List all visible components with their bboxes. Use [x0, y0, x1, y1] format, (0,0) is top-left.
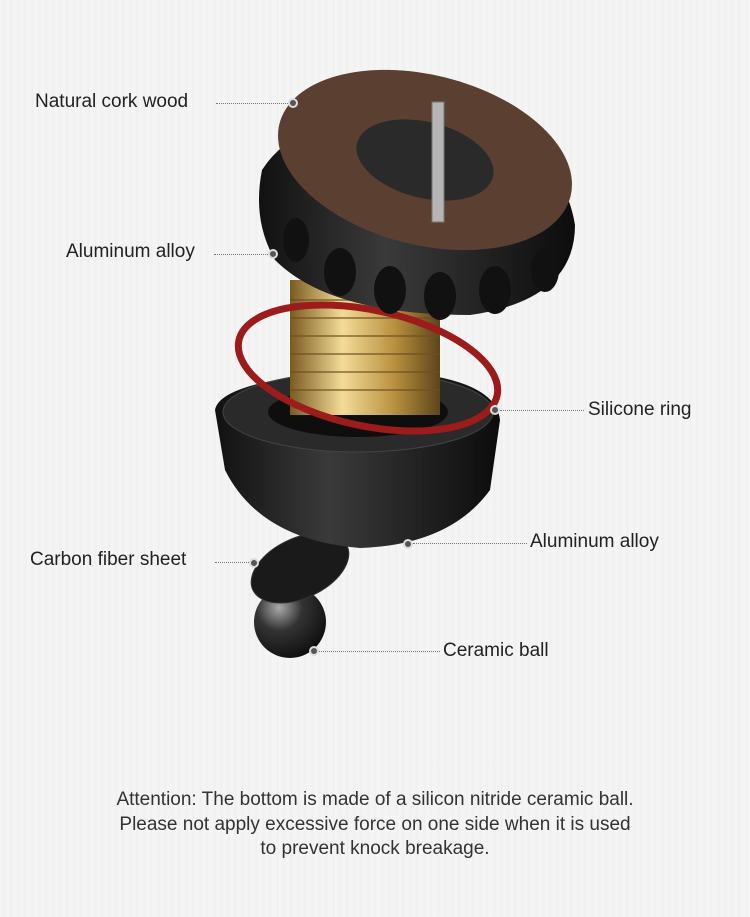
marker-dot	[268, 249, 278, 259]
label-aluminum-alloy-top: Aluminum alloy	[66, 241, 195, 262]
marker-dot	[249, 558, 259, 568]
leader-line	[216, 103, 290, 104]
label-natural-cork-wood: Natural cork wood	[35, 91, 189, 112]
label-carbon-fiber-sheet: Carbon fiber sheet	[30, 549, 187, 570]
label-silicone-ring: Silicone ring	[588, 399, 692, 420]
note-line-3: to prevent knock breakage.	[260, 838, 490, 859]
note-line-1: Attention: The bottom is made of a silic…	[116, 789, 634, 810]
leader-line	[319, 651, 440, 652]
leader-line	[215, 562, 249, 563]
note-line-2: Please not apply excessive force on one …	[119, 813, 631, 835]
silicone-ring	[234, 301, 502, 435]
marker-dot	[309, 646, 319, 656]
attention-note: Attention: The bottom is made of a silic…	[0, 788, 750, 862]
marker-dot	[490, 405, 500, 415]
leader-line	[500, 410, 584, 411]
leader-line	[413, 543, 527, 544]
label-ceramic-ball: Ceramic ball	[443, 640, 549, 661]
marker-dot	[288, 98, 298, 108]
leader-line	[214, 254, 270, 255]
label-aluminum-alloy-bottom: Aluminum alloy	[530, 531, 659, 552]
ceramic-ball	[254, 586, 326, 658]
marker-dot	[403, 539, 413, 549]
screw	[431, 101, 445, 223]
